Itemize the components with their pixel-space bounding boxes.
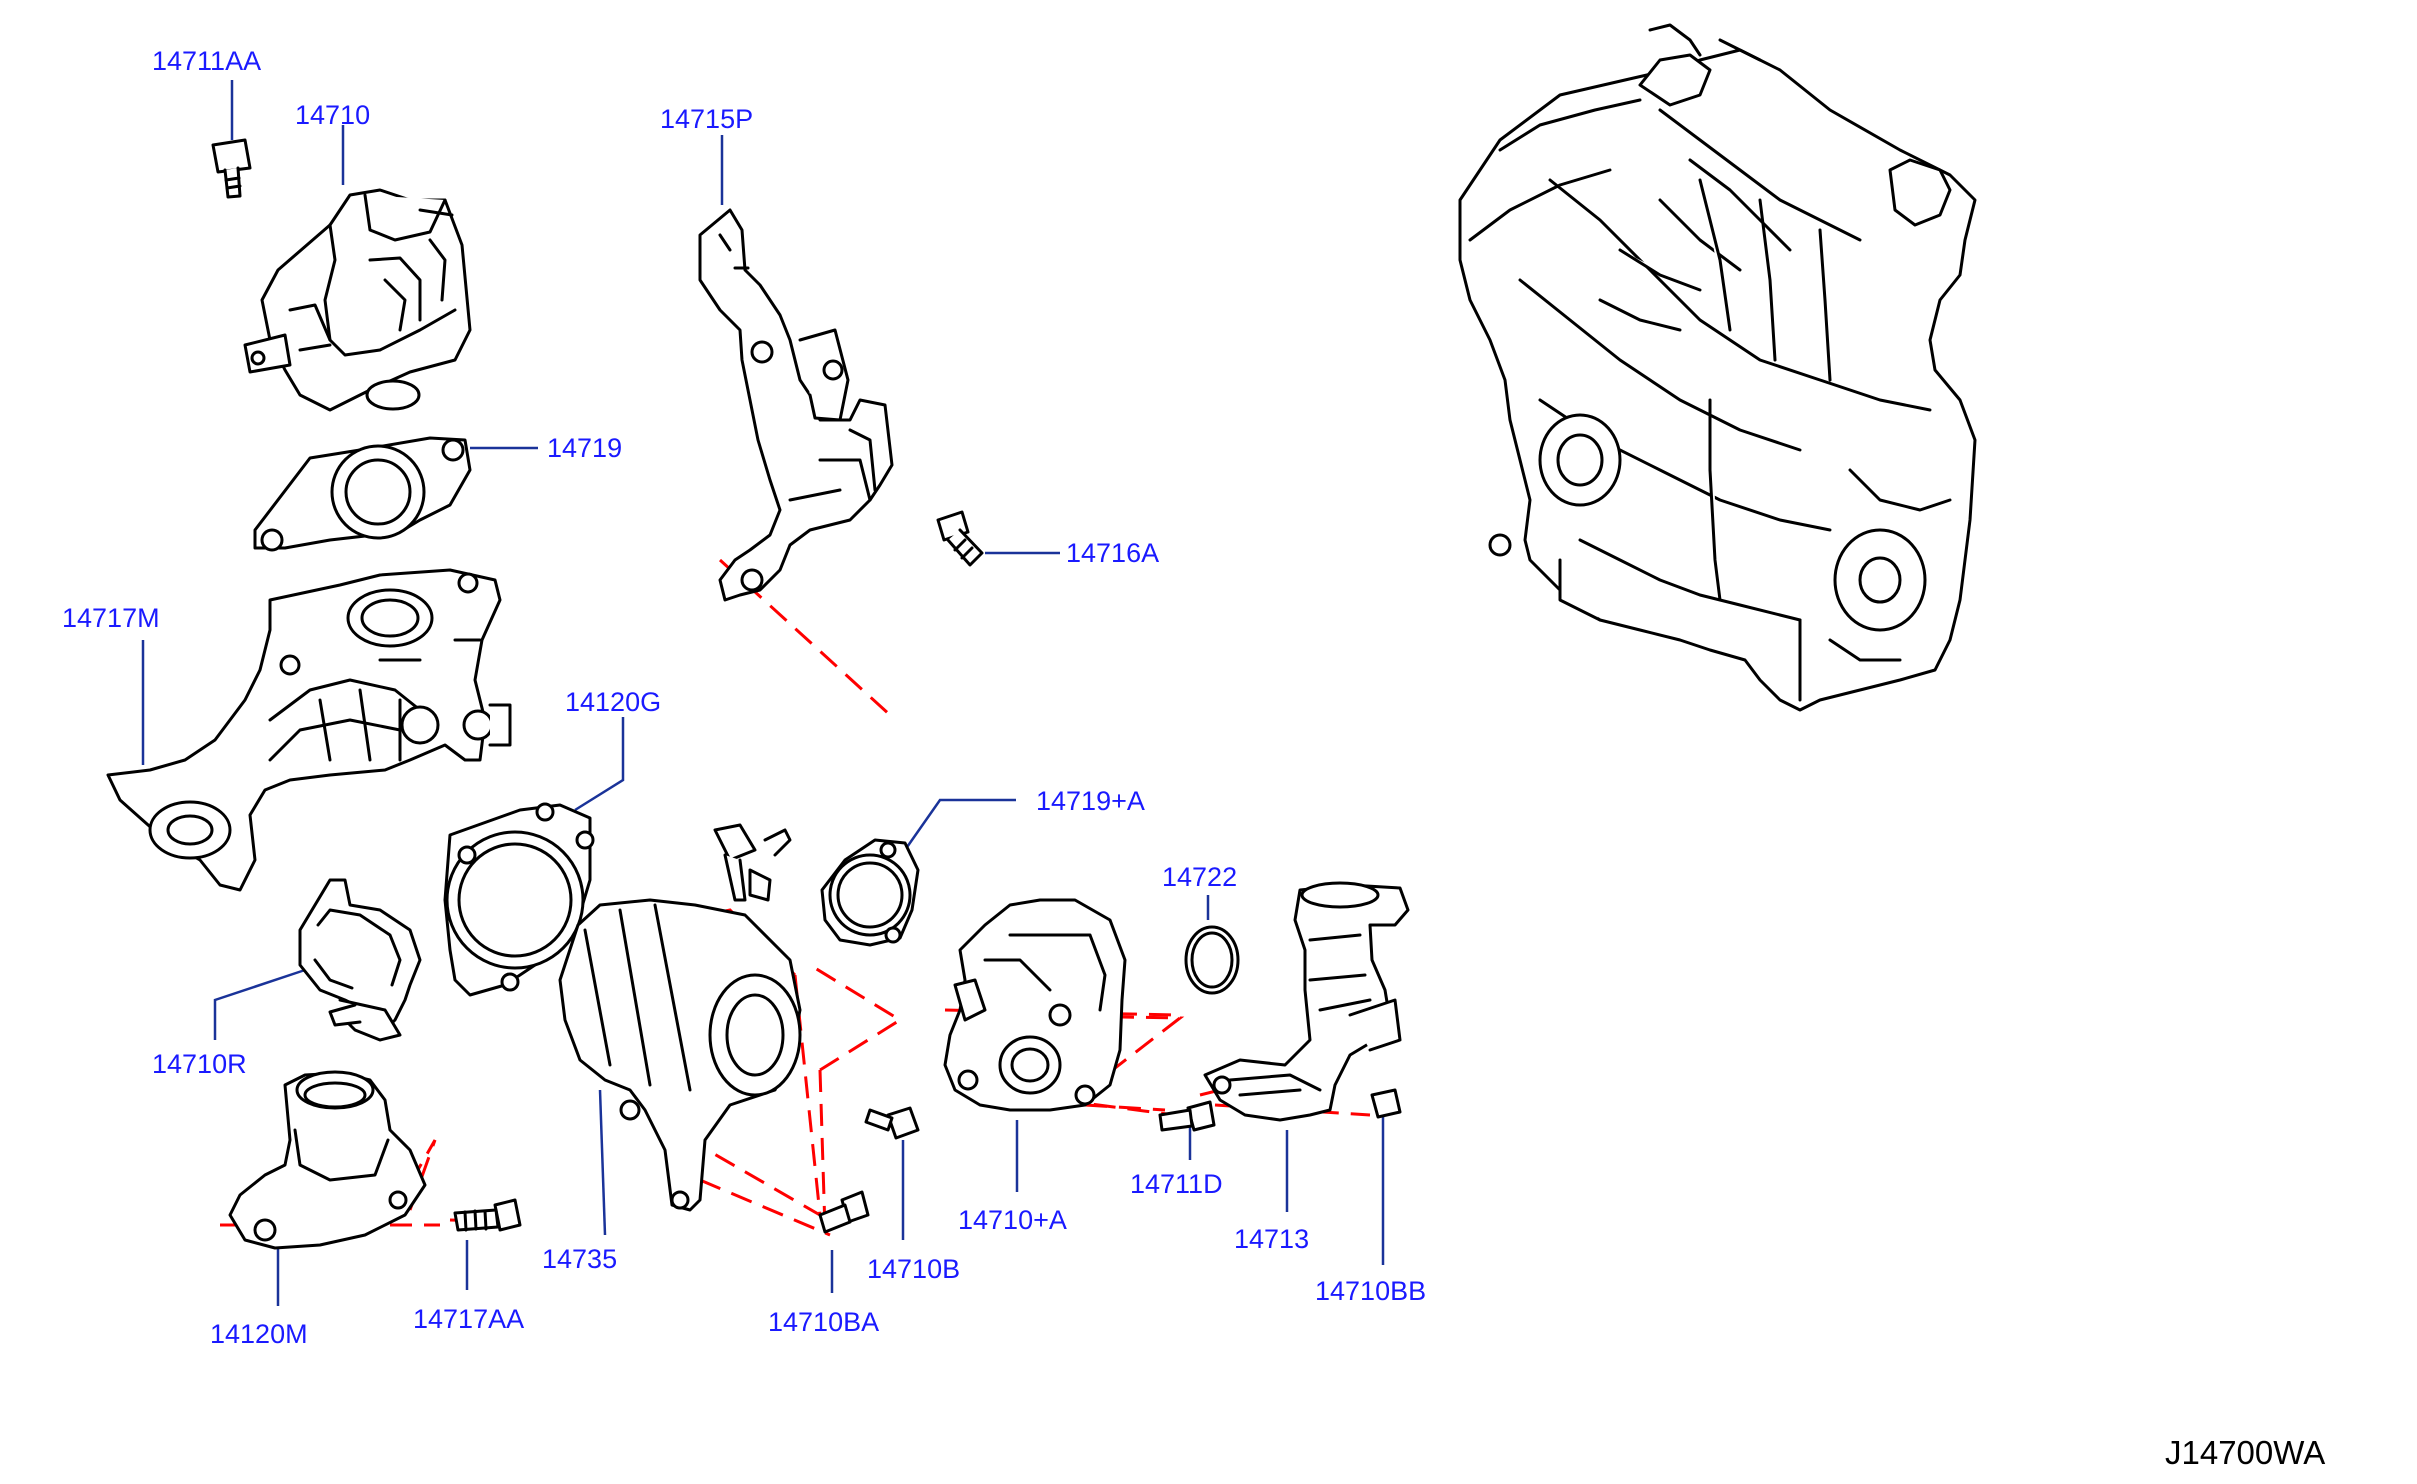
bolt-14710B <box>864 1106 920 1140</box>
callout-14716A[interactable]: 14716A <box>1066 538 1159 568</box>
callout-14713[interactable]: 14713 <box>1234 1224 1309 1254</box>
callout-14719[interactable]: 14719 <box>547 433 622 463</box>
callout-14710BB[interactable]: 14710BB <box>1315 1276 1426 1306</box>
callout-14710A[interactable]: 14710+A <box>958 1205 1067 1235</box>
callout-14717AA[interactable]: 14717AA <box>413 1304 524 1334</box>
clamp-14710R <box>298 878 422 1042</box>
leader-lines <box>141 80 1385 1306</box>
callout-14710[interactable]: 14710 <box>295 100 370 130</box>
bolt-14711AA <box>211 138 252 199</box>
callout-14710R[interactable]: 14710R <box>152 1049 247 1079</box>
gasket-14719A <box>820 838 920 947</box>
gasket-14719 <box>253 436 472 552</box>
callout-14715P[interactable]: 14715P <box>660 104 753 134</box>
egr-valve-14710 <box>243 188 472 412</box>
adapter-14120M <box>228 1070 427 1250</box>
engine-overview <box>1458 23 1977 712</box>
egr-cooler-14735 <box>558 823 802 1212</box>
callout-14710B[interactable]: 14710B <box>867 1254 960 1284</box>
callout-14719A[interactable]: 14719+A <box>1036 786 1145 816</box>
gasket-14120G <box>443 802 595 997</box>
egr-valve-14710A <box>943 898 1127 1112</box>
callout-14120M[interactable]: 14120M <box>210 1319 308 1349</box>
bracket-14715P <box>698 208 894 602</box>
bolt-14710BB <box>1370 1088 1402 1119</box>
callout-14717M[interactable]: 14717M <box>62 603 160 633</box>
ring-14722 <box>1184 925 1240 995</box>
callout-14120G[interactable]: 14120G <box>565 687 661 717</box>
bolt-14716A <box>936 510 984 567</box>
leader-14710R <box>213 968 306 1040</box>
egr-housing-14717M <box>106 568 512 892</box>
part-drawings <box>106 23 1977 1250</box>
bolt-14711D <box>1158 1100 1216 1132</box>
leader-14735 <box>598 1089 607 1236</box>
diagram-code: J14700WA <box>2165 1434 2326 1471</box>
callout-14722[interactable]: 14722 <box>1162 862 1237 892</box>
callout-14735[interactable]: 14735 <box>542 1244 617 1274</box>
callout-14711AA[interactable]: 14711AA <box>152 46 261 76</box>
callout-14710BA[interactable]: 14710BA <box>768 1307 879 1337</box>
bolt-14717AA <box>453 1198 522 1232</box>
pipe-14713 <box>1203 881 1410 1122</box>
leader-14719A <box>903 798 1016 851</box>
part-callouts: 14711AA 14710 14715P 14719 14716A 14717M… <box>62 46 1426 1349</box>
callout-14711D[interactable]: 14711D <box>1130 1169 1223 1199</box>
leader-14120G <box>574 717 625 812</box>
bolt-14710BA <box>818 1190 870 1234</box>
